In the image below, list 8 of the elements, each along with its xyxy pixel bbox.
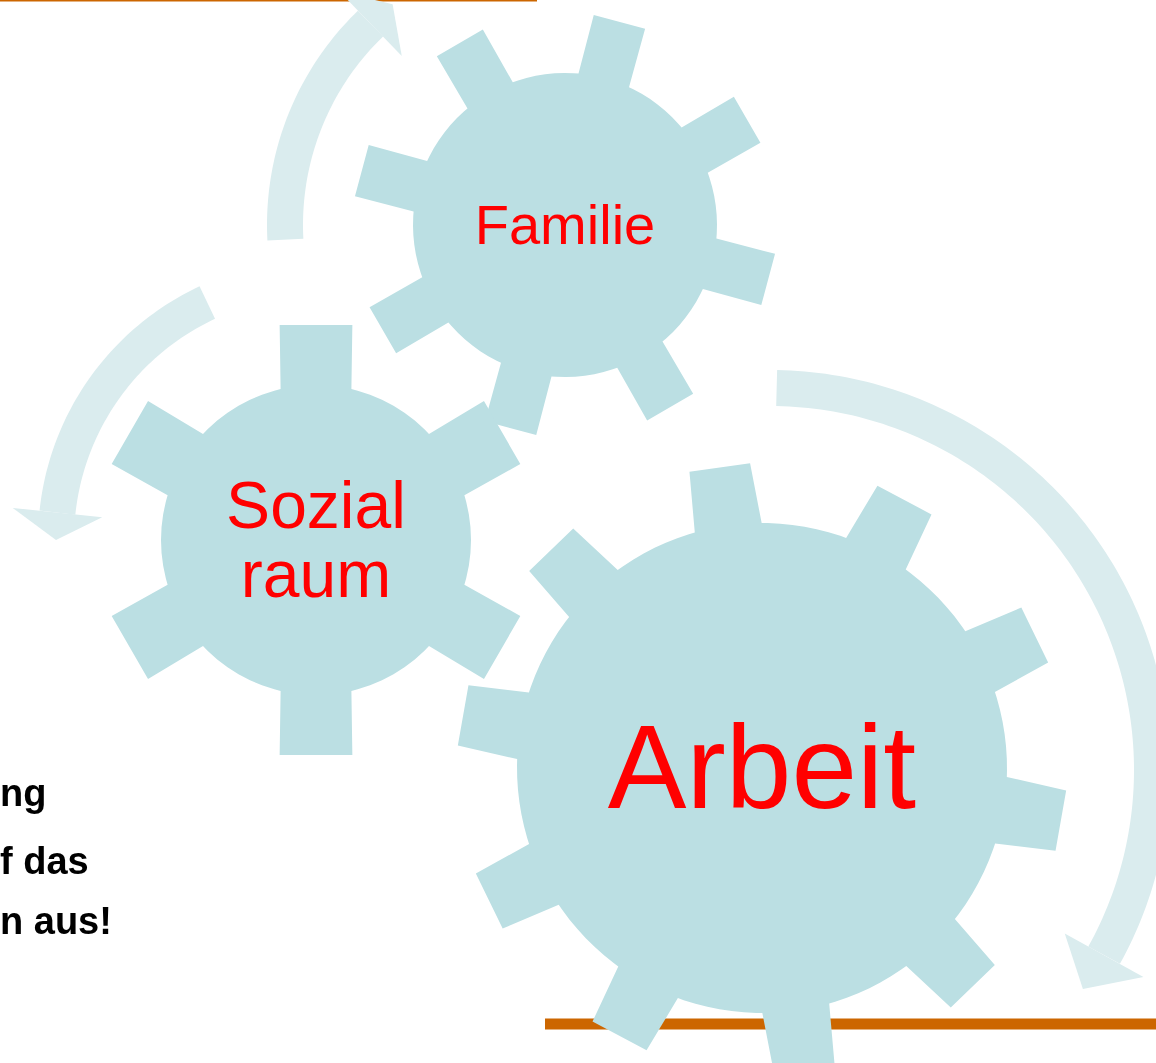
- gear-label: Sozial raum: [225, 470, 407, 610]
- note-text: n aus!: [0, 900, 112, 943]
- gear-shape: [457, 463, 1067, 1063]
- gear-shape: [353, 13, 777, 437]
- gear-label: Arbeit: [606, 706, 918, 830]
- note-text: ng: [0, 772, 47, 815]
- note-text: f das: [0, 840, 89, 883]
- gear-label: Familie: [473, 195, 657, 255]
